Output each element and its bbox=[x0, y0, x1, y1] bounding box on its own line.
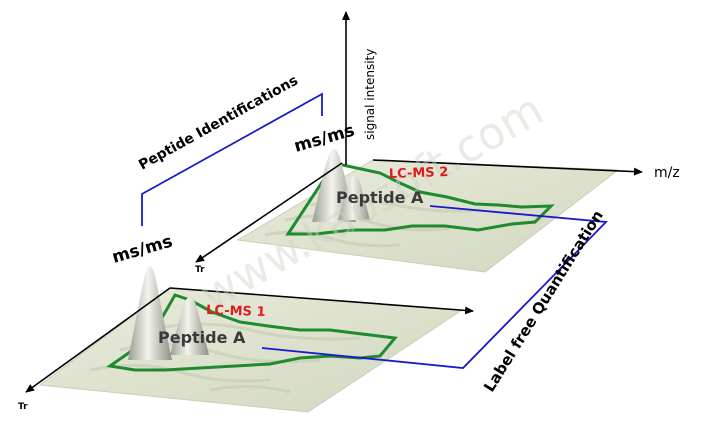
top-plane-title: LC-MS 2 bbox=[389, 165, 449, 182]
t-axis-label-bottom: Tr bbox=[18, 402, 28, 412]
top-t-axis bbox=[195, 162, 343, 263]
identification-bracket bbox=[141, 92, 323, 226]
top-plane-group bbox=[195, 11, 643, 273]
bottom-msms-label: ms/ms bbox=[110, 232, 175, 268]
y-axis-label: signal intensity bbox=[363, 49, 377, 140]
identification-label: Peptide Identifications bbox=[136, 73, 301, 174]
bottom-plane-group bbox=[25, 266, 474, 413]
top-peak-label: Peptide A bbox=[336, 188, 424, 207]
top-msms-label: ms/ms bbox=[292, 121, 357, 157]
top-peak-small bbox=[338, 175, 370, 220]
bottom-plane-ridges bbox=[89, 322, 361, 394]
quantification-bracket bbox=[261, 205, 608, 369]
bottom-peak-label: Peptide A bbox=[158, 328, 246, 347]
t-axis-label-top: Tr bbox=[195, 265, 205, 275]
bottom-t-axis bbox=[25, 287, 171, 393]
bottom-plane-title: LC-MS 1 bbox=[206, 303, 266, 320]
bottom-x-axis bbox=[169, 287, 474, 315]
x-axis-label: m/z bbox=[654, 165, 680, 181]
bottom-peak-small bbox=[170, 296, 209, 355]
top-region-outline bbox=[285, 162, 555, 236]
bottom-peak-large bbox=[128, 266, 172, 360]
top-x-axis bbox=[372, 159, 643, 176]
